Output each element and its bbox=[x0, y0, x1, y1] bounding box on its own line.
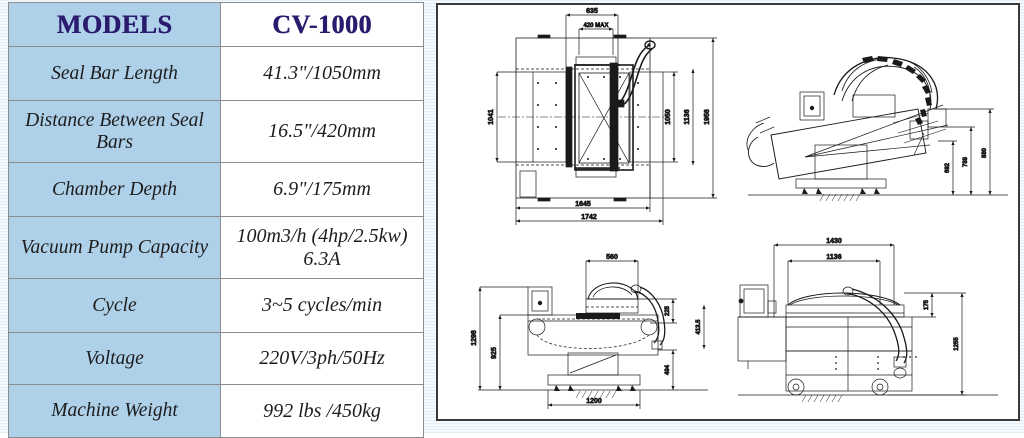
dim-635: 635 bbox=[586, 8, 598, 15]
table-header-row: MODELS CV-1000 bbox=[8, 2, 424, 47]
table-row: Vacuum Pump Capacity 100m3/h (4hp/2.5kw)… bbox=[8, 216, 424, 279]
dim-560: 560 bbox=[606, 254, 618, 261]
specifications-table: MODELS CV-1000 Seal Bar Length 41.3"/105… bbox=[8, 2, 424, 438]
row-value-machine-weight: 992 lbs /450kg bbox=[220, 384, 424, 438]
dim-1645: 1645 bbox=[575, 201, 591, 208]
table-row: Distance Between Seal Bars 16.5"/420mm bbox=[8, 100, 424, 163]
row-value-chamber-depth: 6.9"/175mm bbox=[220, 162, 424, 217]
dim-1298: 1298 bbox=[471, 330, 478, 346]
dim-413-5: 413.5 bbox=[696, 319, 702, 335]
dim-175: 175 bbox=[924, 299, 930, 310]
plan-view: 635 420 MAX 1041 1050 1136 1956 bbox=[488, 8, 717, 225]
row-label-distance-between-seal-bars: Distance Between Seal Bars bbox=[8, 100, 221, 163]
row-value-cycle: 3~5 cycles/min bbox=[220, 278, 424, 333]
row-label-vacuum-pump-capacity: Vacuum Pump Capacity bbox=[8, 216, 221, 279]
dim-225: 225 bbox=[665, 305, 671, 316]
row-label-seal-bar-length: Seal Bar Length bbox=[8, 46, 221, 101]
row-label-chamber-depth: Chamber Depth bbox=[8, 162, 221, 217]
row-value-distance-between-seal-bars: 16.5"/420mm bbox=[220, 100, 424, 163]
row-value-seal-bar-length: 41.3"/1050mm bbox=[220, 46, 424, 101]
row-label-voltage: Voltage bbox=[8, 332, 221, 385]
dim-925: 925 bbox=[491, 347, 498, 359]
dim-420-max: 420 MAX bbox=[583, 23, 608, 29]
side-view-open: 692 788 880 bbox=[746, 56, 1008, 202]
side-view-closed: 1430 1136 175 1255 bbox=[737, 238, 998, 403]
dim-788: 788 bbox=[963, 156, 969, 167]
row-value-voltage: 220V/3ph/50Hz bbox=[220, 332, 424, 385]
dim-1956: 1956 bbox=[704, 109, 711, 125]
table-row: Cycle 3~5 cycles/min bbox=[8, 278, 424, 333]
drawings-svg: 635 420 MAX 1041 1050 1136 1956 bbox=[471, 8, 1008, 409]
front-view: 560 225 1298 925 494 413.5 bbox=[471, 254, 708, 409]
dim-494: 494 bbox=[665, 364, 671, 375]
row-label-cycle: Cycle bbox=[8, 278, 221, 333]
table-row: Voltage 220V/3ph/50Hz bbox=[8, 332, 424, 385]
dim-1136: 1136 bbox=[684, 109, 691, 124]
header-model-name: CV-1000 bbox=[220, 2, 424, 47]
dim-1136-front: 1136 bbox=[826, 254, 841, 261]
dim-1255: 1255 bbox=[954, 337, 960, 351]
dim-1430: 1430 bbox=[826, 238, 842, 245]
row-value-vacuum-pump-capacity: 100m3/h (4hp/2.5kw) 6.3A bbox=[220, 216, 424, 279]
technical-drawing-panel: 635 420 MAX 1041 1050 1136 1956 bbox=[436, 3, 1020, 421]
row-label-machine-weight: Machine Weight bbox=[8, 384, 221, 438]
dim-1742: 1742 bbox=[581, 214, 597, 221]
dim-1050: 1050 bbox=[665, 109, 672, 125]
dim-692: 692 bbox=[945, 162, 951, 173]
dim-1200: 1200 bbox=[586, 398, 602, 405]
table-row: Chamber Depth 6.9"/175mm bbox=[8, 162, 424, 217]
table-row: Machine Weight 992 lbs /450kg bbox=[8, 384, 424, 438]
table-row: Seal Bar Length 41.3"/1050mm bbox=[8, 46, 424, 101]
dim-1041: 1041 bbox=[488, 109, 495, 125]
header-models: MODELS bbox=[8, 2, 221, 47]
dim-880: 880 bbox=[982, 147, 988, 158]
